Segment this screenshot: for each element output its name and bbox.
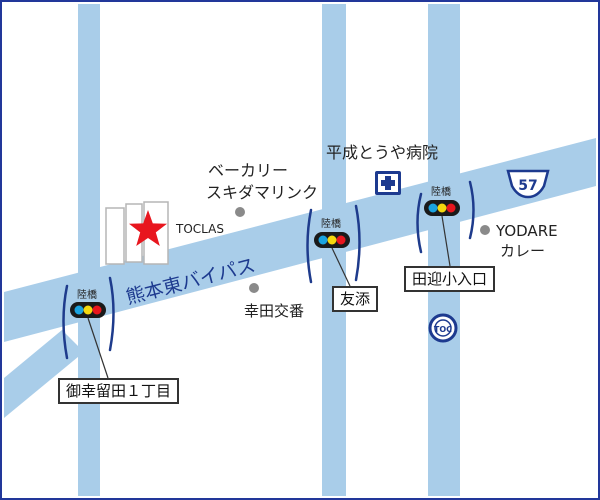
destination-star-icon[interactable] (129, 210, 167, 246)
road-vertical-east (428, 4, 460, 496)
intersection-label-mikoda[interactable]: 御幸留田１丁目 (58, 378, 180, 404)
signal-tag: 陸橋 (321, 217, 341, 230)
intersection-label-tomosoe[interactable]: 友添 (332, 286, 379, 312)
route-57-shield-icon[interactable]: 57 (506, 169, 550, 199)
signal-tag: 陸橋 (77, 288, 97, 301)
leader-lines (87, 215, 451, 379)
landmark-koda-koban: 幸田交番 (244, 302, 304, 320)
landmark-yodare-line2: カレー (500, 242, 545, 260)
svg-text:TOC: TOC (434, 325, 452, 334)
traffic-signal-icon[interactable] (424, 200, 460, 216)
poi-dot-yodare (480, 225, 490, 235)
route-round-badge-icon[interactable]: TOC (428, 313, 458, 343)
poi-dot-bakery (235, 207, 245, 217)
traffic-signal-icon[interactable] (70, 302, 106, 318)
road-branch-southwest (4, 330, 84, 418)
poi-dot-koban (249, 283, 259, 293)
traffic-signal-icon[interactable] (314, 232, 350, 248)
intersection-label-tamukae[interactable]: 田迎小入口 (404, 266, 496, 292)
hospital-icon[interactable] (375, 171, 401, 195)
svg-text:57: 57 (518, 178, 537, 194)
landmark-hospital: 平成とうや病院 (326, 143, 438, 162)
building-outline (105, 201, 169, 265)
road-bypass (4, 138, 596, 342)
landmark-bakery-line2: スキダマリンク (206, 183, 318, 202)
signal-tag: 陸橋 (431, 185, 451, 198)
road-vertical-west (78, 4, 100, 496)
landmark-toclas: TOCLAS (175, 222, 224, 236)
landmark-bakery-line1: ベーカリー (208, 161, 288, 180)
landmark-yodare-line1: YODARE (495, 222, 558, 240)
overpass-brackets (62, 180, 475, 360)
